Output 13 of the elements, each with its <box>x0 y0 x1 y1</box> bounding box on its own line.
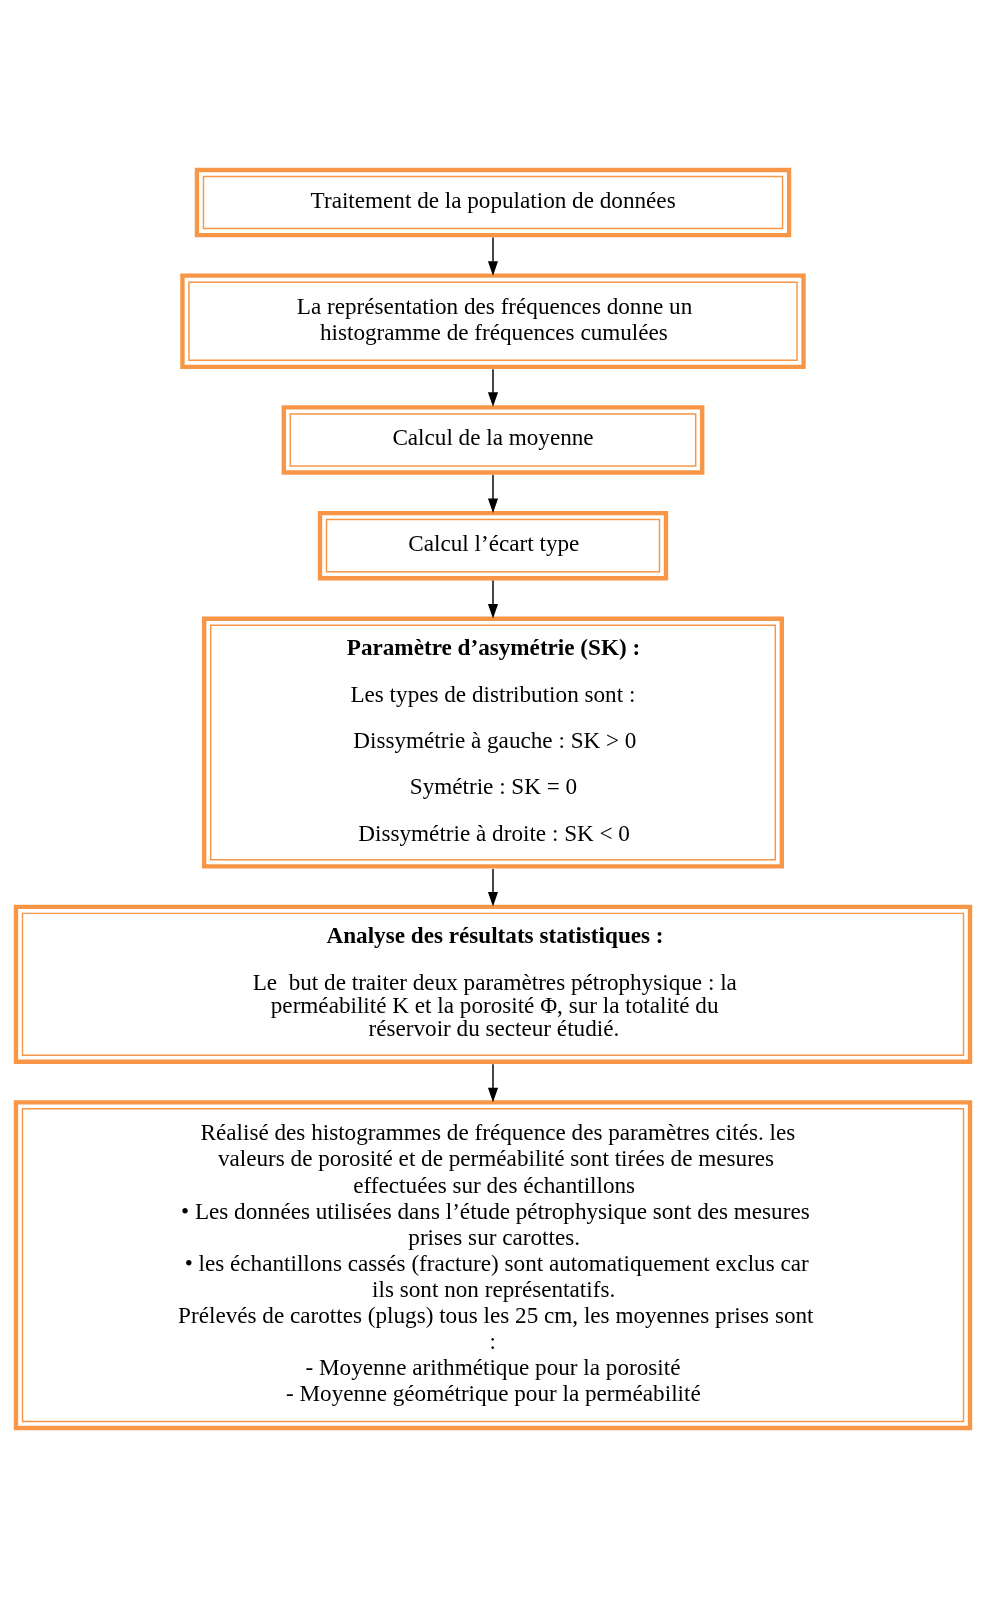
node-box: La représentation des fréquences donne un histogramme de fréquences cumulées <box>180 273 806 370</box>
arrow <box>487 868 499 907</box>
arrow <box>487 368 499 407</box>
arrow <box>487 579 499 619</box>
node-box: Paramètre d’asymétrie (SK) : Les types de distribution sont : Dissymétrie à gauche : SK > 0 Symétrie : SK = 0 Dissymétrie à droite : SK < 0 <box>202 616 784 869</box>
node-box: Calcul de la moyenne <box>281 405 705 475</box>
node-box: Traitement de la population de données <box>194 167 792 238</box>
arrow <box>487 474 499 513</box>
node-box: Analyse des résultats statistiques : Le but de traiter deux paramètres pétrophysique : la perméabilité K et la porosité Φ, sur la totalité du réservoir du secteur étudié. <box>13 904 973 1064</box>
arrow <box>487 1063 499 1103</box>
node-box: Réalisé des histogrammes de fréquence des paramètres cités. les valeurs de porosité et de perméabilité sont tirées de mesures effectuées sur des échantillons • Les données utilisées dans l’étude pétrophysique sont des mesures prises sur carottes. • les échantillons cassés (fracture) sont automatiquement exclus car ils sont non représentatifs. Prélevés de carottes (plugs) tous les 25 cm, les moyennes prises sont : - Moyenne arithmétique pour la porosité - Moyenne géométrique pour la perméabilité <box>13 1100 973 1431</box>
node-box: Calcul l’écart type <box>317 510 669 581</box>
arrow <box>487 236 499 276</box>
